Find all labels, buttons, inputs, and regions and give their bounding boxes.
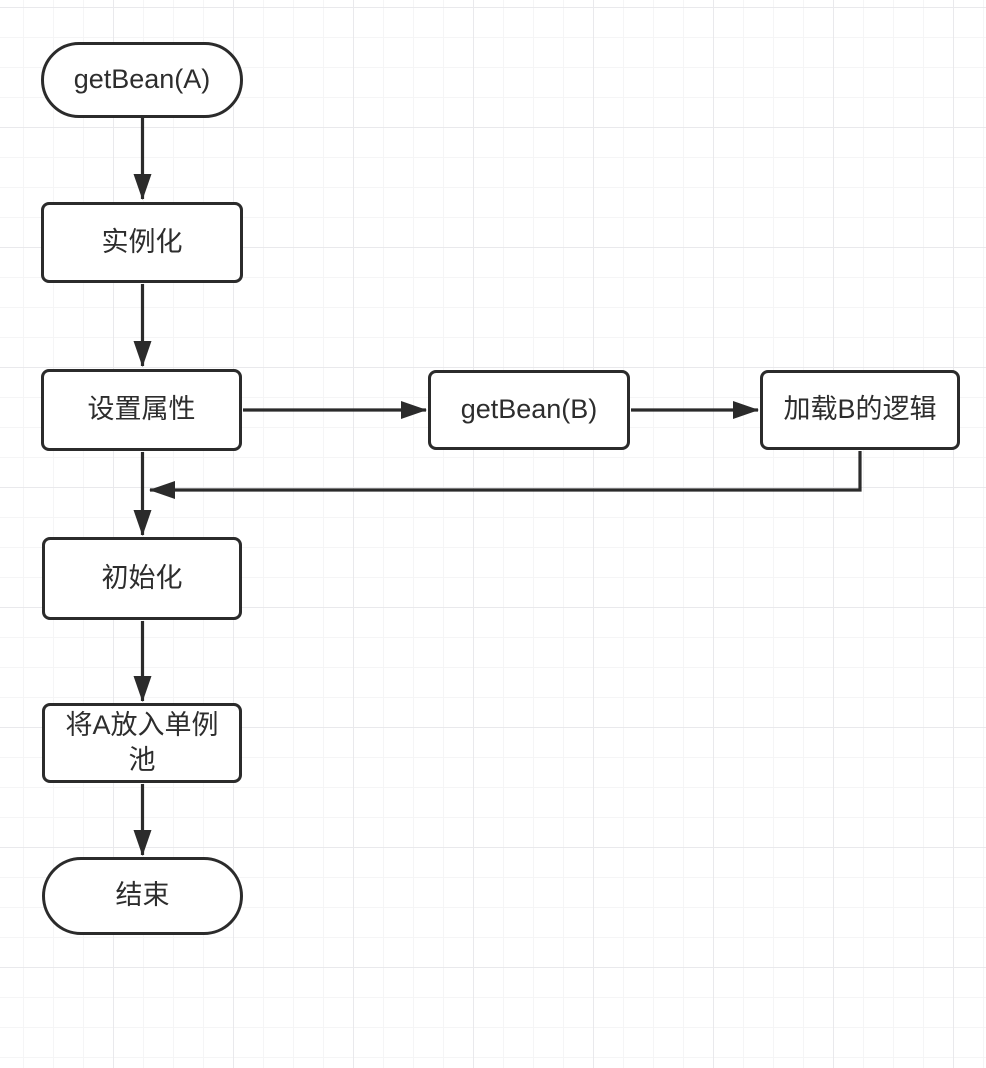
node-getbean-b[interactable]: getBean(B) xyxy=(428,370,630,450)
edge-load-b-logic-return[interactable] xyxy=(149,451,862,499)
node-getbean-a[interactable]: getBean(A) xyxy=(41,42,243,118)
node-initialize[interactable]: 初始化 xyxy=(42,537,242,620)
node-load-b-logic-label: 加载B的逻辑 xyxy=(783,394,937,425)
node-set-properties-label: 设置属性 xyxy=(87,394,196,425)
node-end-label: 结束 xyxy=(115,880,170,911)
node-set-properties[interactable]: 设置属性 xyxy=(41,369,242,451)
node-instantiate-label: 实例化 xyxy=(101,226,183,257)
node-instantiate[interactable]: 实例化 xyxy=(41,202,243,283)
node-getbean-a-label: getBean(A) xyxy=(73,64,211,95)
node-load-b-logic[interactable]: 加载B的逻辑 xyxy=(760,370,960,450)
node-put-a-in-singleton-pool-label: 将A放入单例池 xyxy=(65,709,219,775)
node-getbean-b-label: getBean(B) xyxy=(460,394,598,425)
node-initialize-label: 初始化 xyxy=(101,562,183,593)
node-put-a-in-singleton-pool[interactable]: 将A放入单例池 xyxy=(42,703,242,783)
node-end[interactable]: 结束 xyxy=(42,857,243,935)
